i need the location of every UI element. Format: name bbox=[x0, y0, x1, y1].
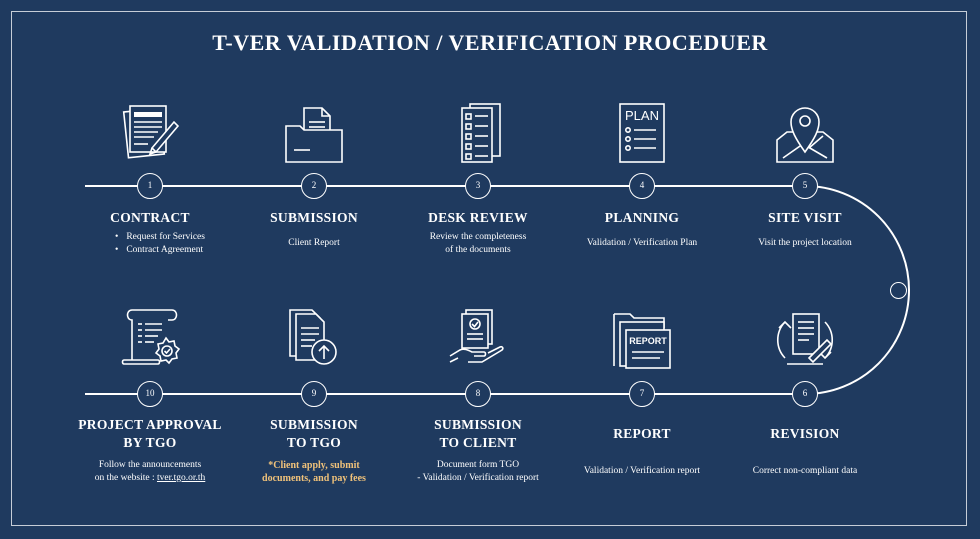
contract-icon bbox=[122, 105, 180, 159]
approval-scroll-icon bbox=[121, 309, 181, 365]
step-10-title: PROJECT APPROVAL BY TGO bbox=[60, 416, 240, 452]
step-10-description: Follow the announcements on the website … bbox=[50, 459, 250, 485]
page-title: T-VER VALIDATION / VERIFICATION PROCEDUE… bbox=[212, 30, 768, 55]
step-6-title: REVISION bbox=[770, 426, 840, 441]
step-9-title-line-1: SUBMISSION bbox=[270, 417, 358, 432]
step-10-desc-line-1: Follow the announcements bbox=[98, 460, 202, 470]
step-9-title-line-2: TO TGO bbox=[286, 435, 342, 450]
step-3-number: 3 bbox=[465, 173, 491, 199]
step-10-title-line-1: PROJECT APPROVAL bbox=[78, 417, 222, 432]
step-6-number: 6 bbox=[792, 381, 818, 407]
step-5-description: Visit the project location bbox=[758, 238, 852, 248]
step-5-title: SITE VISIT bbox=[768, 210, 842, 225]
step-9-note-line-2: documents, and pay fees bbox=[262, 473, 366, 484]
document-revision-icon bbox=[776, 313, 834, 365]
step-9-number: 9 bbox=[301, 381, 327, 407]
step-3-title: DESK REVIEW bbox=[428, 210, 528, 225]
map-location-icon bbox=[776, 107, 834, 163]
step-7-title: REPORT bbox=[613, 426, 671, 441]
step-6-description: Correct non-compliant data bbox=[752, 466, 858, 476]
folder-documents-icon bbox=[285, 107, 343, 163]
curve-connector-line bbox=[804, 185, 910, 395]
step-10-desc-prefix: on the website : bbox=[94, 473, 157, 483]
step-4-title: PLANNING bbox=[604, 210, 680, 225]
step-7-number: 7 bbox=[629, 381, 655, 407]
step-2-number: 2 bbox=[301, 173, 327, 199]
step-4-description: Validation / Verification Plan bbox=[586, 238, 698, 248]
step-8-number: 8 bbox=[465, 381, 491, 407]
svg-text:PLAN: PLAN bbox=[625, 108, 659, 123]
step-5-number: 5 bbox=[792, 173, 818, 199]
step-1-number: 1 bbox=[137, 173, 163, 199]
tgo-website-link[interactable]: tver.tgo.or.th bbox=[156, 473, 206, 483]
checklist-icon bbox=[461, 103, 501, 163]
upload-document-icon bbox=[289, 309, 337, 365]
step-8-title-line-2: TO CLIENT bbox=[439, 435, 517, 450]
step-8-description: Document form TGO - Validation / Verific… bbox=[378, 459, 578, 485]
step-8-title-line-1: SUBMISSION bbox=[434, 417, 522, 432]
step-8-title: SUBMISSION TO CLIENT bbox=[388, 416, 568, 452]
report-folder-icon: REPORT bbox=[613, 313, 671, 369]
step-2-title: SUBMISSION bbox=[270, 210, 358, 225]
border-frame bbox=[11, 11, 967, 526]
step-7-description: Validation / Verification report bbox=[583, 466, 701, 476]
curve-end-node bbox=[890, 282, 907, 299]
step-8-desc-line-2: - Validation / Verification report bbox=[417, 473, 539, 483]
step-8-desc-line-1: Document form TGO bbox=[436, 460, 520, 470]
step-1-bullet-2: Contract Agreement bbox=[115, 244, 205, 257]
step-10-number: 10 bbox=[137, 381, 163, 407]
step-1-title: CONTRACT bbox=[110, 210, 190, 225]
step-4-number: 4 bbox=[629, 173, 655, 199]
hand-document-icon bbox=[449, 309, 504, 363]
step-2-description: Client Report bbox=[288, 238, 340, 248]
step-1-bullet-1: Request for Services bbox=[115, 231, 205, 244]
step-10-desc-line-2: on the website : tver.tgo.or.th bbox=[50, 472, 250, 485]
step-10-title-line-2: BY TGO bbox=[123, 435, 177, 450]
svg-text:REPORT: REPORT bbox=[629, 336, 667, 346]
plan-document-icon: PLAN bbox=[619, 103, 665, 163]
step-9-title: SUBMISSION TO TGO bbox=[224, 416, 404, 452]
step-9-note: *Client apply, submit documents, and pay… bbox=[214, 459, 414, 485]
step-9-note-line-1: *Client apply, submit bbox=[268, 460, 360, 471]
step-3-description: Review the completeness of the documents bbox=[378, 231, 578, 257]
step-1-description: Request for Services Contract Agreement bbox=[60, 231, 260, 257]
step-3-desc-line-1: Review the completeness bbox=[429, 232, 527, 242]
step-3-desc-line-2: of the documents bbox=[445, 245, 511, 255]
